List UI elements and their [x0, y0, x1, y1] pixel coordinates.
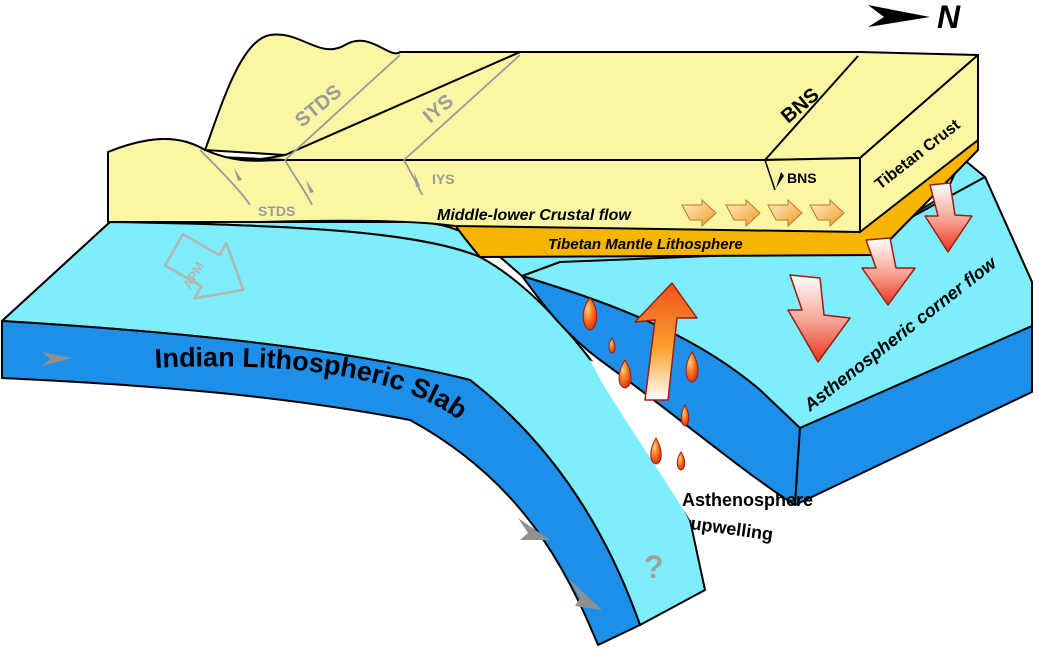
apm-arrow — [163, 232, 245, 300]
stds-front-label: STDS — [258, 203, 295, 219]
north-arrow: N — [868, 0, 961, 35]
question-mark: ? — [644, 549, 664, 585]
corner-flow-arrows — [787, 182, 973, 363]
fault-slip-arrows — [234, 168, 784, 193]
indian-slab-front-face — [1, 320, 641, 646]
mantle-lithosphere-label: Tibetan Mantle Lithosphere — [548, 236, 743, 253]
tibetan-crust-block — [107, 33, 979, 233]
iys-front-label: IYS — [432, 171, 455, 187]
upwelling-label-line1: Asthenosphere — [682, 490, 813, 510]
crustal-flow-label: Middle-lower Crustal flow — [437, 207, 632, 224]
upwelling-arrow — [634, 282, 698, 401]
bns-front-label: BNS — [787, 170, 817, 186]
melt-droplets — [582, 297, 699, 471]
slab-motion-arrows — [42, 352, 602, 610]
upwelling-label-line2: upwelling — [689, 513, 774, 544]
crustal-flow-arrows — [681, 198, 845, 228]
north-label: N — [937, 0, 961, 35]
